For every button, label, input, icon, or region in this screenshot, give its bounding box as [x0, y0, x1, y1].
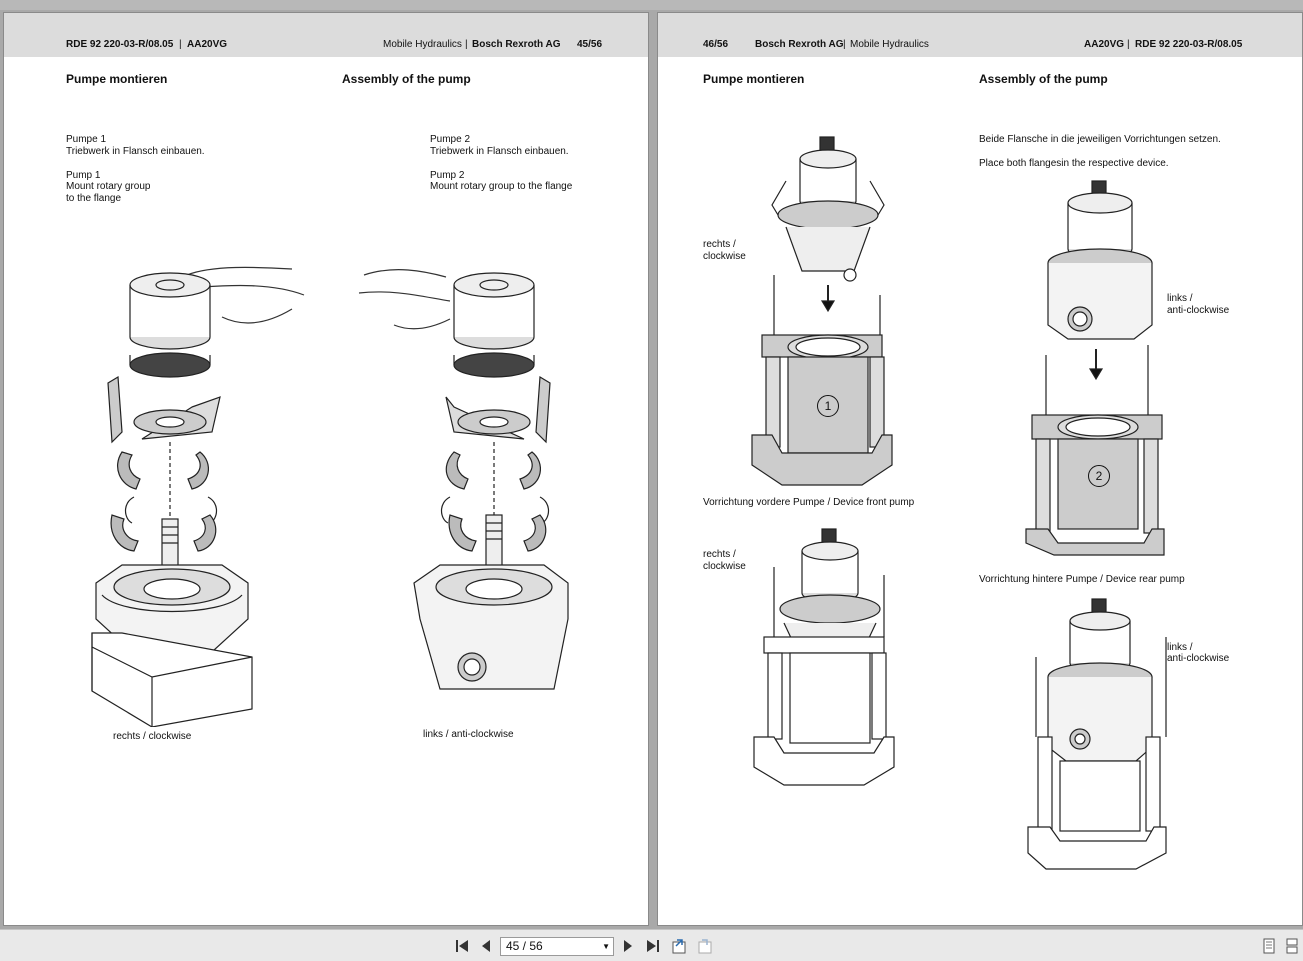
pump1-de-title: Pumpe 1 [66, 134, 107, 145]
pump2-de-text: Triebwerk in Flansch einbauen. [430, 146, 569, 157]
first-page-icon[interactable] [452, 936, 472, 956]
viewer-toolbar: 45 / 56 ▼ [0, 929, 1303, 961]
device-rear-assembled-illustration [1027, 598, 1167, 870]
section-title-en: Assembly of the pump [979, 72, 1108, 86]
instruction-de: Beide Flansche in die jeweiligen Vorrich… [979, 134, 1221, 145]
chevron-down-icon[interactable]: ▼ [602, 942, 610, 951]
device-rear-pump-illustration [1025, 180, 1165, 556]
previous-page-icon[interactable] [476, 936, 496, 956]
header-separator: | [843, 39, 846, 50]
division: Mobile Hydraulics [850, 39, 929, 50]
label-clockwise-2: clockwise [703, 561, 746, 572]
header-separator: | [1127, 39, 1130, 50]
caption-anti-clockwise: links / anti-clockwise [423, 729, 514, 740]
page-number: 46/56 [703, 39, 729, 50]
page-46: 46/56 Bosch Rexroth AG | Mobile Hydrauli… [657, 12, 1303, 926]
label-rechts-2: rechts / [703, 549, 736, 560]
viewer-top-strip [0, 0, 1303, 10]
pump1-en-text-2: to the flange [66, 193, 122, 204]
device-front-assembled-illustration [753, 528, 895, 786]
next-page-icon[interactable] [618, 936, 638, 956]
pump1-en-text: Mount rotary group [66, 181, 151, 192]
caption-device-front: Vorrichtung vordere Pumpe / Device front… [703, 497, 915, 508]
single-page-view-icon[interactable] [1259, 936, 1279, 956]
back-icon[interactable] [669, 936, 689, 956]
section-title-de: Pumpe montieren [703, 72, 805, 86]
page-number-input[interactable]: 45 / 56 ▼ [500, 937, 614, 956]
header-separator: | [465, 39, 468, 50]
marker-1: 1 [817, 395, 839, 417]
label-rechts: rechts / [703, 239, 736, 250]
two-page-view-icon[interactable] [1282, 936, 1302, 956]
company: Bosch Rexroth AG [472, 39, 561, 50]
pump2-en-title: Pump 2 [430, 170, 465, 181]
pump2-exploded-illustration [358, 269, 569, 690]
forward-icon[interactable] [695, 936, 715, 956]
instruction-en: Place both flangesin the respective devi… [979, 158, 1169, 169]
section-title-en: Assembly of the pump [342, 72, 471, 86]
caption-device-rear: Vorrichtung hintere Pumpe / Device rear … [979, 574, 1185, 585]
model: AA20VG [187, 39, 228, 50]
pump2-en-text: Mount rotary group to the flange [430, 181, 573, 192]
page-45: RDE 92 220-03-R/08.05 | AA20VG Mobile Hy… [3, 12, 649, 926]
label-links-2: links / [1167, 642, 1193, 653]
header-separator: | [179, 39, 182, 50]
pump1-exploded-illustration [91, 266, 305, 727]
company: Bosch Rexroth AG [755, 39, 844, 50]
pump1-en-title: Pump 1 [66, 170, 101, 181]
last-page-icon[interactable] [643, 936, 663, 956]
section-title-de: Pumpe montieren [66, 72, 168, 86]
page-header: 46/56 Bosch Rexroth AG | Mobile Hydrauli… [658, 13, 1302, 57]
pump2-de-title: Pumpe 2 [430, 134, 471, 145]
device-front-pump-illustration [751, 136, 893, 486]
page-number: 45/56 [577, 39, 603, 50]
label-anti-clockwise-2: anti-clockwise [1167, 653, 1230, 664]
doc-id: RDE 92 220-03-R/08.05 [1135, 39, 1243, 50]
doc-id: RDE 92 220-03-R/08.05 [66, 39, 174, 50]
marker-2: 2 [1088, 465, 1110, 487]
label-anti-clockwise: anti-clockwise [1167, 305, 1230, 316]
pump1-de-text: Triebwerk in Flansch einbauen. [66, 146, 205, 157]
label-clockwise: clockwise [703, 251, 746, 262]
model: AA20VG [1084, 39, 1125, 50]
page-header: RDE 92 220-03-R/08.05 | AA20VG Mobile Hy… [4, 13, 648, 57]
division: Mobile Hydraulics [383, 39, 462, 50]
label-links: links / [1167, 293, 1193, 304]
caption-clockwise: rechts / clockwise [113, 731, 192, 742]
page-indicator: 45 / 56 [506, 939, 543, 953]
